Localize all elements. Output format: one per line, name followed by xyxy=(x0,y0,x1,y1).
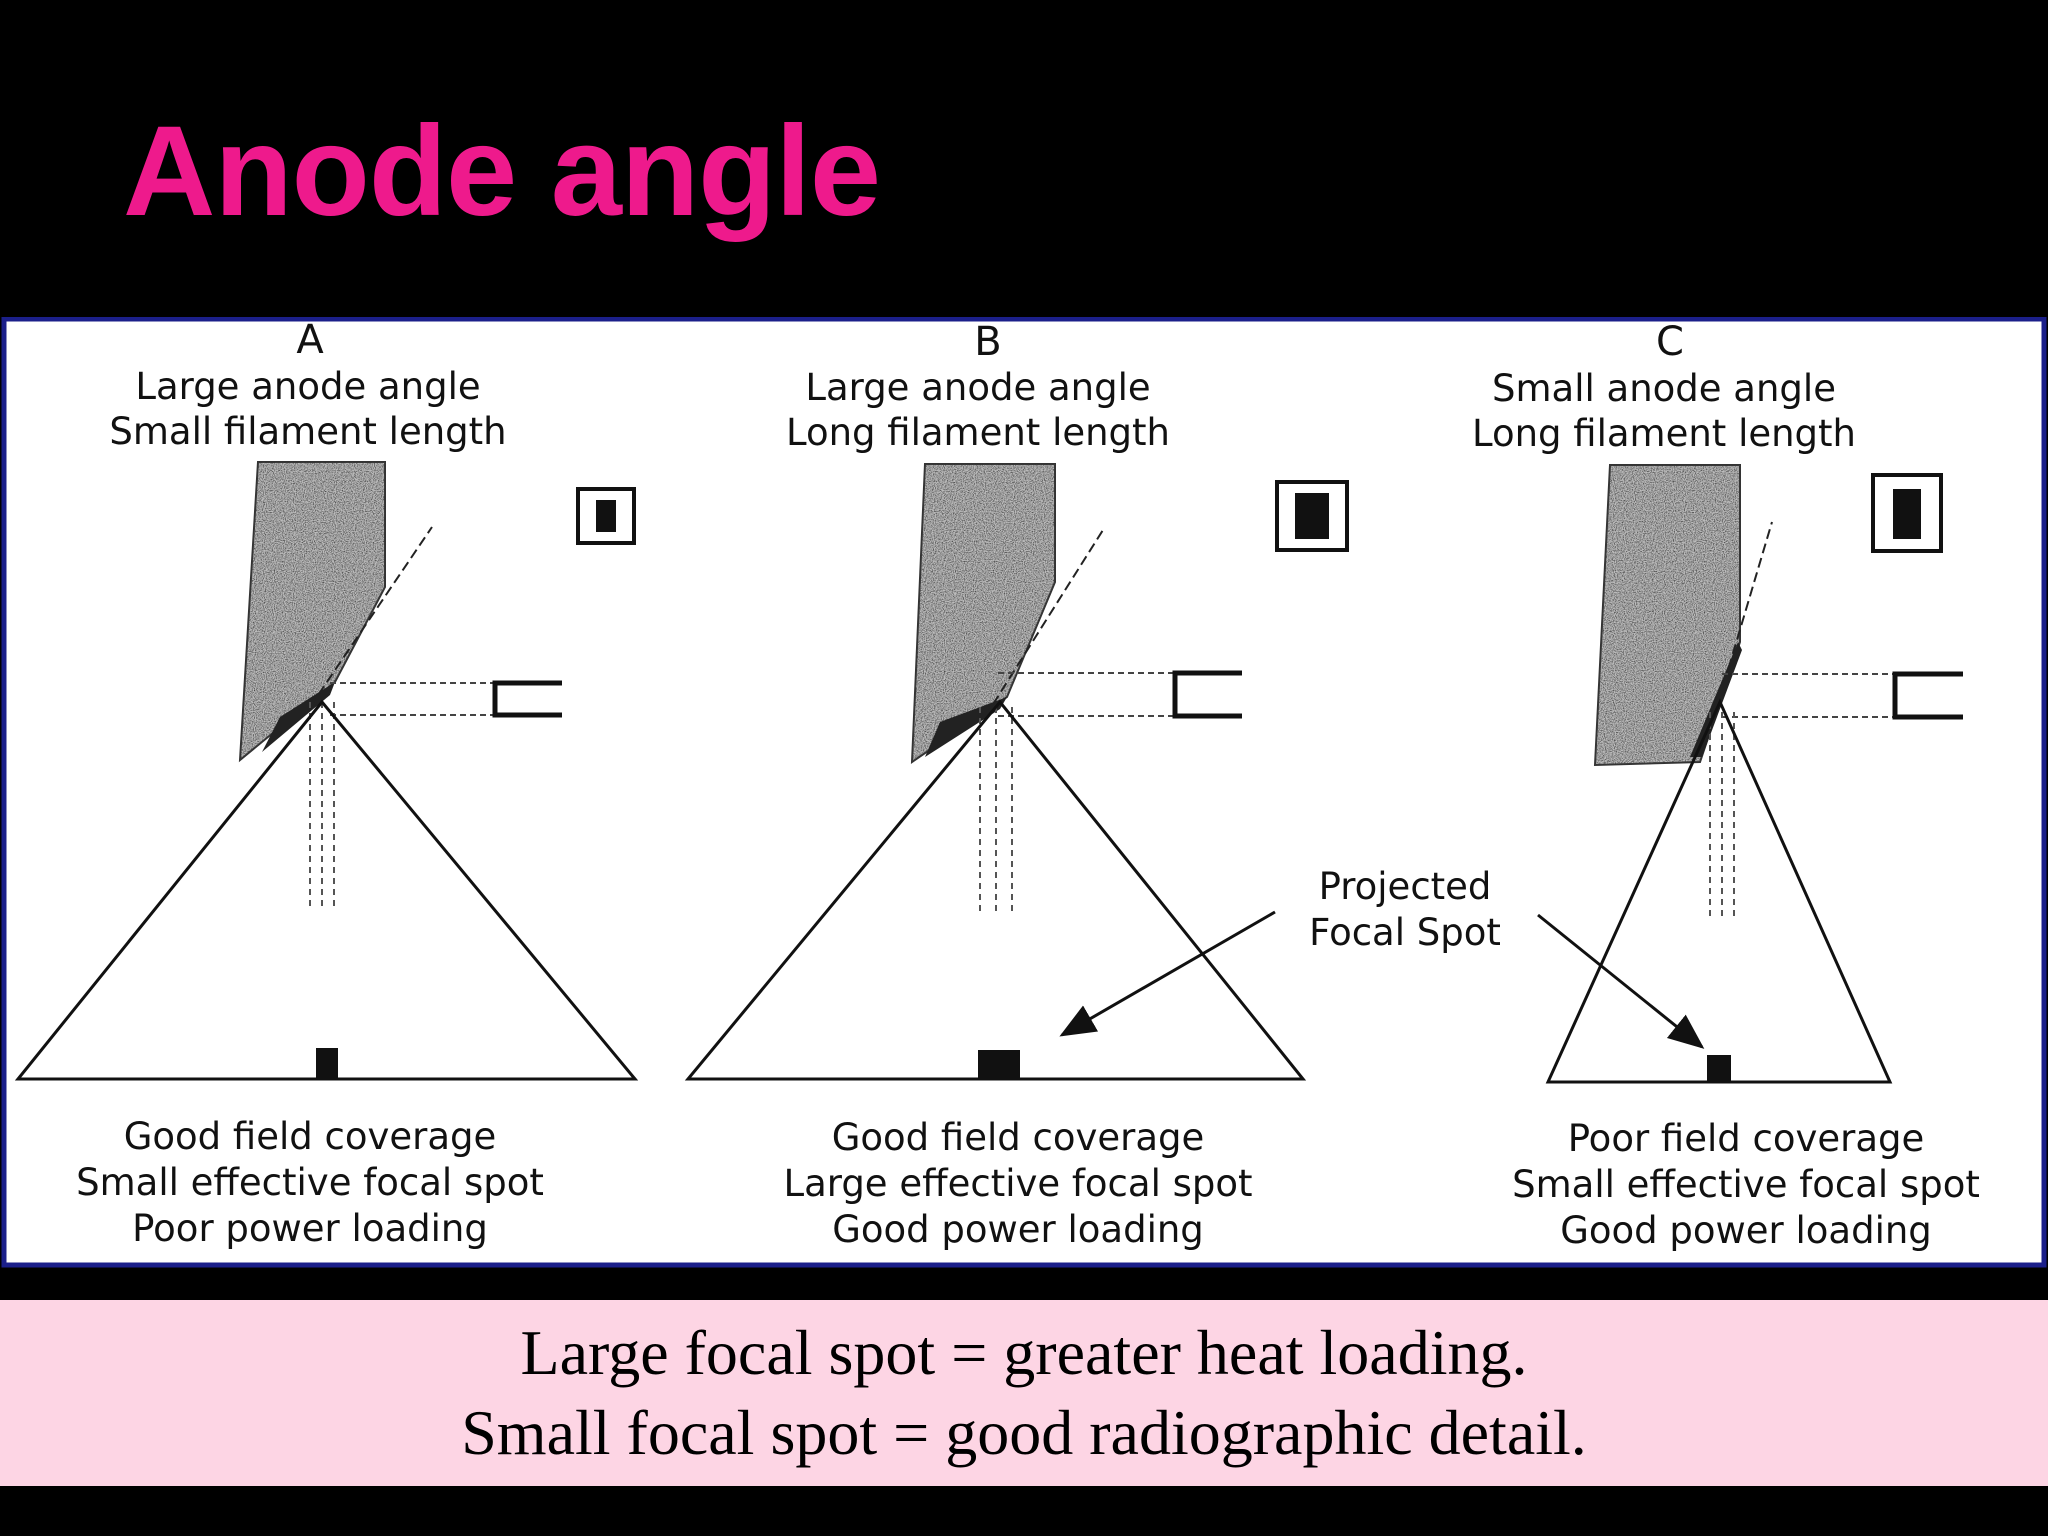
projected-focal-spot-callout: Projected Focal Spot xyxy=(1059,865,1705,1049)
anode-angle-line xyxy=(984,529,1104,718)
panel-heading-line: Small filament length xyxy=(109,410,506,453)
anode-angle-line xyxy=(309,526,433,708)
callout-line: Focal Spot xyxy=(1309,911,1501,954)
callout-line: Projected xyxy=(1319,865,1492,908)
panel-heading-line: Large anode angle xyxy=(135,365,480,408)
effective-focal-spot-icon xyxy=(1871,473,1943,553)
central-ray xyxy=(1709,712,1735,917)
anode-block xyxy=(238,461,386,763)
slide-title: Anode angle xyxy=(123,100,881,243)
panel-result-line: Small effective focal spot xyxy=(76,1161,544,1204)
panel-result-line: Large effective focal spot xyxy=(783,1162,1252,1205)
panel-result-line: Good power loading xyxy=(832,1208,1204,1251)
projected-focal-spot xyxy=(1707,1055,1731,1082)
projected-focal-spot xyxy=(978,1050,1020,1079)
panel-a: A Large anode angle Small filament lengt… xyxy=(14,317,639,1250)
central-ray xyxy=(979,707,1013,912)
panel-letter: B xyxy=(974,319,1001,365)
panel-heading-line: Long filament length xyxy=(786,411,1170,454)
effective-focal-spot-icon xyxy=(576,487,636,545)
caption-line: Small focal spot = good radiographic det… xyxy=(461,1397,1587,1468)
filament-cup xyxy=(492,680,562,718)
panel-result-line: Poor field coverage xyxy=(1568,1117,1925,1160)
panel-heading-line: Long filament length xyxy=(1472,412,1856,455)
filament-beam xyxy=(330,682,495,716)
panel-c: C Small anode angle Long filament length… xyxy=(1472,319,1980,1252)
panel-heading-line: Small anode angle xyxy=(1492,367,1836,410)
caption-band: Large focal spot = greater heat loading.… xyxy=(0,1300,2048,1486)
central-ray xyxy=(309,702,335,907)
callout-arrow xyxy=(1059,910,1276,1037)
effective-focal-spot-icon-fill xyxy=(596,500,616,532)
panel-letter: A xyxy=(296,317,324,363)
panel-result-line: Good field coverage xyxy=(124,1115,497,1158)
panel-result-line: Good power loading xyxy=(1560,1209,1932,1252)
filament-beam xyxy=(1722,673,1893,718)
panel-result-line: Small effective focal spot xyxy=(1512,1163,1980,1206)
anode-block xyxy=(910,463,1056,764)
panel-result-line: Good field coverage xyxy=(832,1116,1205,1159)
filament-cup xyxy=(1892,671,1963,720)
panel-heading-line: Large anode angle xyxy=(805,366,1150,409)
effective-focal-spot-icon-fill xyxy=(1893,489,1921,539)
panel-b: B Large anode angle Long filament length… xyxy=(684,319,1349,1251)
anode-angle-diagram: A Large anode angle Small filament lengt… xyxy=(1,317,2047,1268)
caption-line: Large focal spot = greater heat loading. xyxy=(520,1317,1528,1388)
anode-angle-line xyxy=(1719,521,1773,698)
filament-cup xyxy=(1172,670,1242,719)
panel-letter: C xyxy=(1656,319,1684,365)
panel-result-line: Poor power loading xyxy=(132,1207,488,1250)
anode-block xyxy=(1593,464,1742,767)
callout-arrow xyxy=(1537,913,1705,1049)
effective-focal-spot-icon-fill xyxy=(1295,493,1329,539)
projected-focal-spot xyxy=(316,1048,338,1079)
